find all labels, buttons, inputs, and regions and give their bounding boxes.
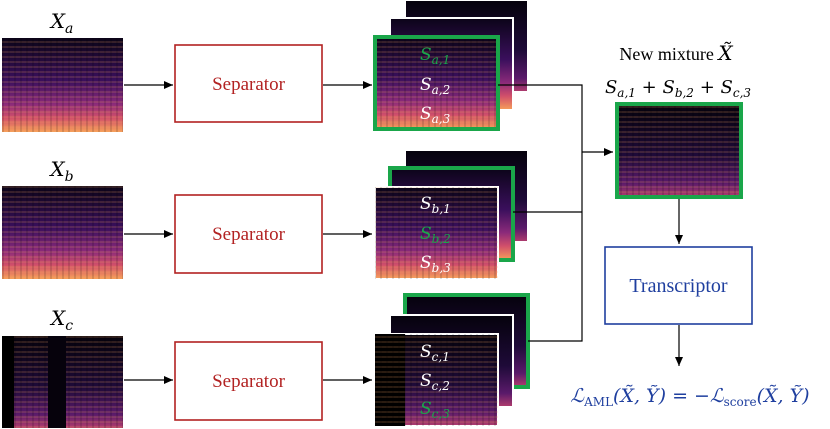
loss-equation: ℒAML(X̃, Ỹ) = −ℒscore(X̃, Ỹ) bbox=[570, 385, 809, 409]
stack-c: Sc,1 Sc,2 Sc,3 bbox=[374, 293, 530, 427]
stack-c-label-1: Sc,1 bbox=[420, 342, 450, 364]
merge-connector bbox=[498, 84, 613, 342]
input-label-a: Xa bbox=[49, 9, 74, 37]
svg-text:Transcriptor: Transcriptor bbox=[629, 275, 727, 297]
mixture-title: New mixture X̃ bbox=[619, 41, 733, 65]
input-spectrogram-b bbox=[2, 186, 123, 279]
stack-c-label-3: Sc,3 bbox=[420, 399, 450, 421]
input-spectrogram-c bbox=[2, 336, 123, 428]
input-label-b: Xb bbox=[48, 157, 73, 185]
stack-c-label-2: Sc,2 bbox=[420, 371, 450, 393]
stack-b-label-3: Sb,3 bbox=[420, 253, 451, 275]
input-label-c: Xc bbox=[49, 306, 73, 334]
separator-box-a: Separator bbox=[174, 44, 323, 123]
stack-a-label-1: Sa,1 bbox=[420, 45, 450, 67]
mixture-spectrogram bbox=[615, 102, 743, 199]
separator-box-c: Separator bbox=[174, 341, 323, 421]
input-spectrogram-a bbox=[2, 38, 123, 132]
stack-a: Sa,1 Sa,2 Sa,3 bbox=[373, 0, 529, 131]
svg-text:Separator: Separator bbox=[212, 74, 285, 95]
stack-a-label-3: Sa,3 bbox=[420, 104, 451, 126]
transcriptor-box: Transcriptor bbox=[604, 246, 753, 325]
stack-b-label-2: Sb,2 bbox=[420, 224, 451, 246]
svg-text:Separator: Separator bbox=[212, 224, 285, 245]
separator-box-b: Separator bbox=[174, 194, 323, 274]
stack-b-label-1: Sb,1 bbox=[420, 194, 451, 216]
stack-a-label-2: Sa,2 bbox=[420, 75, 450, 97]
stack-b: Sb,1 Sb,2 Sb,3 bbox=[374, 149, 529, 280]
svg-text:Separator: Separator bbox=[212, 371, 285, 392]
mixture-equation: Sa,1 + Sb,2 + Sc,3 bbox=[605, 77, 751, 100]
